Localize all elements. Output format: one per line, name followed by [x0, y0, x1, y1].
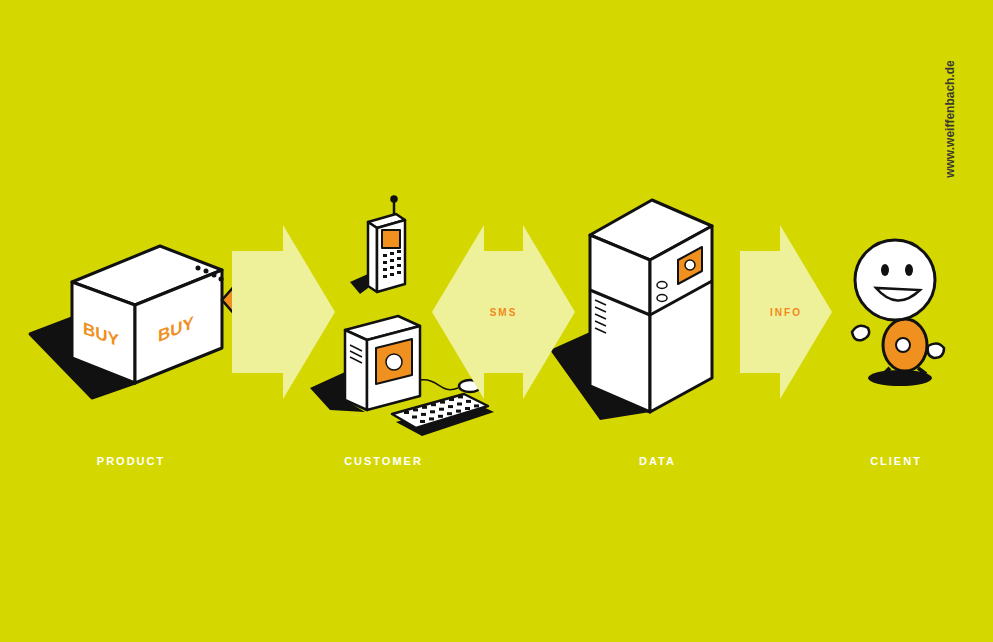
key: [421, 413, 426, 416]
keyboard-keys: [404, 395, 479, 423]
product-face-text: BUY: [158, 313, 194, 348]
client-node: CLIENT: [832, 230, 960, 480]
key: [449, 398, 454, 401]
block-arrow: [232, 225, 335, 399]
arrow-label: INFO: [770, 307, 802, 318]
key: [466, 400, 471, 403]
mobile-phone: [350, 197, 405, 295]
key: [429, 417, 434, 420]
key: [431, 403, 436, 406]
product-node: BUYBUYPRODUCT: [30, 210, 232, 480]
key: [420, 420, 425, 423]
key: [412, 416, 417, 419]
product-face-text: BUY: [83, 318, 119, 351]
key: [422, 406, 427, 409]
key: [440, 401, 445, 404]
data-server: [550, 200, 712, 420]
key: [474, 404, 479, 407]
data-node: DATA: [575, 195, 740, 480]
key: [438, 415, 443, 418]
key: [430, 410, 435, 413]
key: [439, 408, 444, 411]
stage-caption: CUSTOMER: [315, 455, 452, 467]
key: [465, 407, 470, 410]
key: [457, 403, 462, 406]
stage-caption: DATA: [555, 455, 760, 467]
customer-node: CUSTOMER: [335, 195, 432, 480]
stage-caption: CLIENT: [812, 455, 980, 467]
key: [458, 395, 463, 398]
key: [404, 411, 409, 414]
product-cube: [30, 246, 222, 398]
key: [413, 408, 418, 411]
key: [448, 405, 453, 408]
client-figure: [852, 240, 944, 386]
block-arrow: [740, 225, 832, 399]
key: [456, 410, 461, 413]
stage-caption: PRODUCT: [10, 455, 252, 467]
arrow-label: SMS: [490, 307, 518, 318]
key: [447, 412, 452, 415]
watermark: www.weiffenbach.de: [943, 49, 957, 189]
block-arrow: [432, 225, 575, 399]
